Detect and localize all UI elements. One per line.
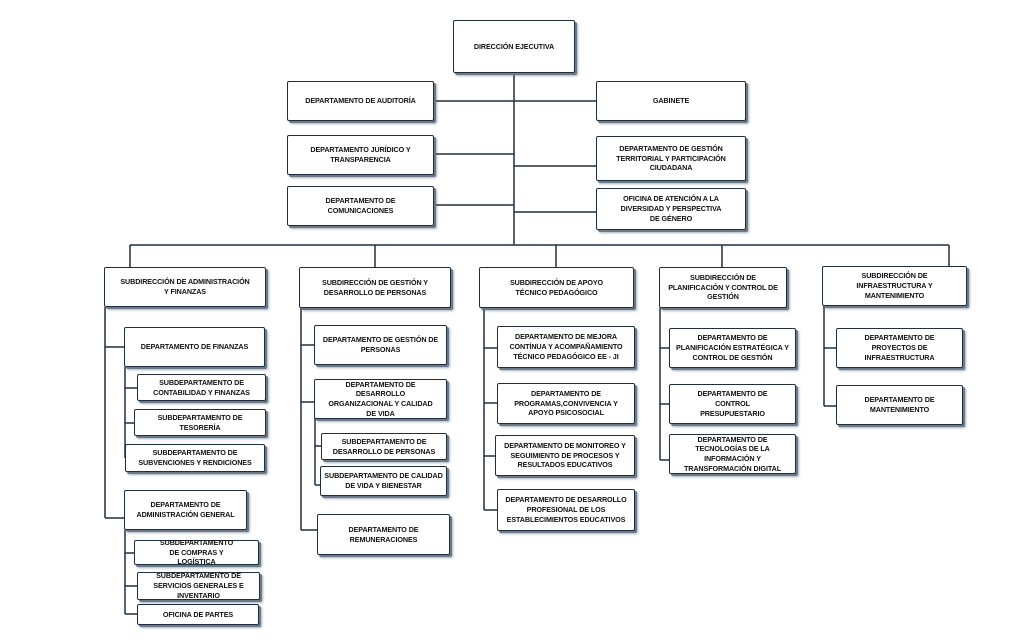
node-departamento-monitoreo: DEPARTAMENTO DE MONITOREO Y SEGUIMIENTO … <box>495 435 635 476</box>
node-oficina-partes: OFICINA DE PARTES <box>137 604 259 625</box>
node-subdepartamento-calidad-vida: SUBDEPARTAMENTO DE CALIDAD DE VIDA Y BIE… <box>320 466 447 496</box>
node-subdepartamento-compras: SUBDEPARTAMENTO DE COMPRAS Y LOGÍSTICA <box>134 538 259 566</box>
node-departamento-desarrollo-organizacional: DEPARTAMENTO DE DESARROLLO ORGANIZACIONA… <box>314 379 447 419</box>
node-departamento-planificacion: DEPARTAMENTO DE PLANIFICACIÓN ESTRATÉGIC… <box>669 328 796 368</box>
node-departamento-comunicaciones: DEPARTAMENTO DE COMUNICACIONES <box>287 186 434 226</box>
node-departamento-desarrollo-profesional: DEPARTAMENTO DE DESARROLLO PROFESIONAL D… <box>497 489 635 531</box>
node-departamento-mejora-continua: DEPARTAMENTO DE MEJORA CONTÍNUA Y ACOMPA… <box>497 326 635 368</box>
node-departamento-programas: DEPARTAMENTO DE PROGRAMAS,CONVIVENCIA Y … <box>497 383 635 424</box>
node-subdepartamento-subvenciones: SUBDEPARTAMENTO DE SUBVENCIONES Y RENDIC… <box>125 444 265 472</box>
node-subdepartamento-contabilidad: SUBDEPARTAMENTO DE CONTABILIDAD Y FINANZ… <box>137 374 266 401</box>
node-direccion-ejecutiva: DIRECCIÓN EJECUTIVA <box>453 20 575 73</box>
node-subdepartamento-desarrollo-personas: SUBDEPARTAMENTO DE DESARROLLO DE PERSONA… <box>321 433 447 460</box>
node-subdepartamento-tesoreria: SUBDEPARTAMENTO DE TESORERÍA <box>134 409 266 436</box>
node-departamento-remuneraciones: DEPARTAMENTO DE REMUNERACIONES <box>317 514 450 555</box>
node-departamento-tecnologias: DEPARTAMENTO DE TECNOLOGÍAS DE LA INFORM… <box>669 434 796 474</box>
node-subdireccion-infraestructura: SUBDIRECCIÓN DE INFRAESTRUCTURA Y MANTEN… <box>822 266 967 306</box>
node-gabinete: GABINETE <box>596 81 746 121</box>
node-departamento-gestion-territorial: DEPARTAMENTO DE GESTIÓN TERRITORIAL Y PA… <box>596 136 746 181</box>
node-departamento-control-presupuestario: DEPARTAMENTO DE CONTROL PRESUPUESTARIO <box>669 384 796 424</box>
node-departamento-finanzas: DEPARTAMENTO DE FINANZAS <box>124 327 265 367</box>
node-subdepartamento-servicios: SUBDEPARTAMENTO DE SERVICIOS GENERALES E… <box>137 571 260 600</box>
node-departamento-proyectos: DEPARTAMENTO DE PROYECTOS DE INFRAESTRUC… <box>836 328 963 368</box>
node-departamento-mantenimiento: DEPARTAMENTO DE MANTENIMIENTO <box>836 385 963 425</box>
node-subdireccion-administracion-finanzas: SUBDIRECCIÓN DE ADMINISTRACIÓN Y FINANZA… <box>104 267 266 307</box>
node-oficina-diversidad: OFICINA DE ATENCIÓN A LA DIVERSIDAD Y PE… <box>596 188 746 230</box>
node-subdireccion-gestion-personas: SUBDIRECCIÓN DE GESTIÓN Y DESARROLLO DE … <box>299 267 451 308</box>
node-departamento-administracion-general: DEPARTAMENTO DE ADMINISTRACIÓN GENERAL <box>124 490 247 530</box>
node-departamento-gestion-personas: DEPARTAMENTO DE GESTIÓN DE PERSONAS <box>314 325 447 365</box>
node-departamento-auditoria: DEPARTAMENTO DE AUDITORÍA <box>287 81 434 121</box>
node-departamento-juridico: DEPARTAMENTO JURÍDICO Y TRANSPARENCIA <box>287 135 434 175</box>
node-subdireccion-planificacion: SUBDIRECCIÓN DE PLANIFICACIÓN Y CONTROL … <box>659 267 787 308</box>
node-subdireccion-apoyo-tecnico: SUBDIRECCIÓN DE APOYO TÉCNICO PEDAGÓGICO <box>479 267 634 308</box>
